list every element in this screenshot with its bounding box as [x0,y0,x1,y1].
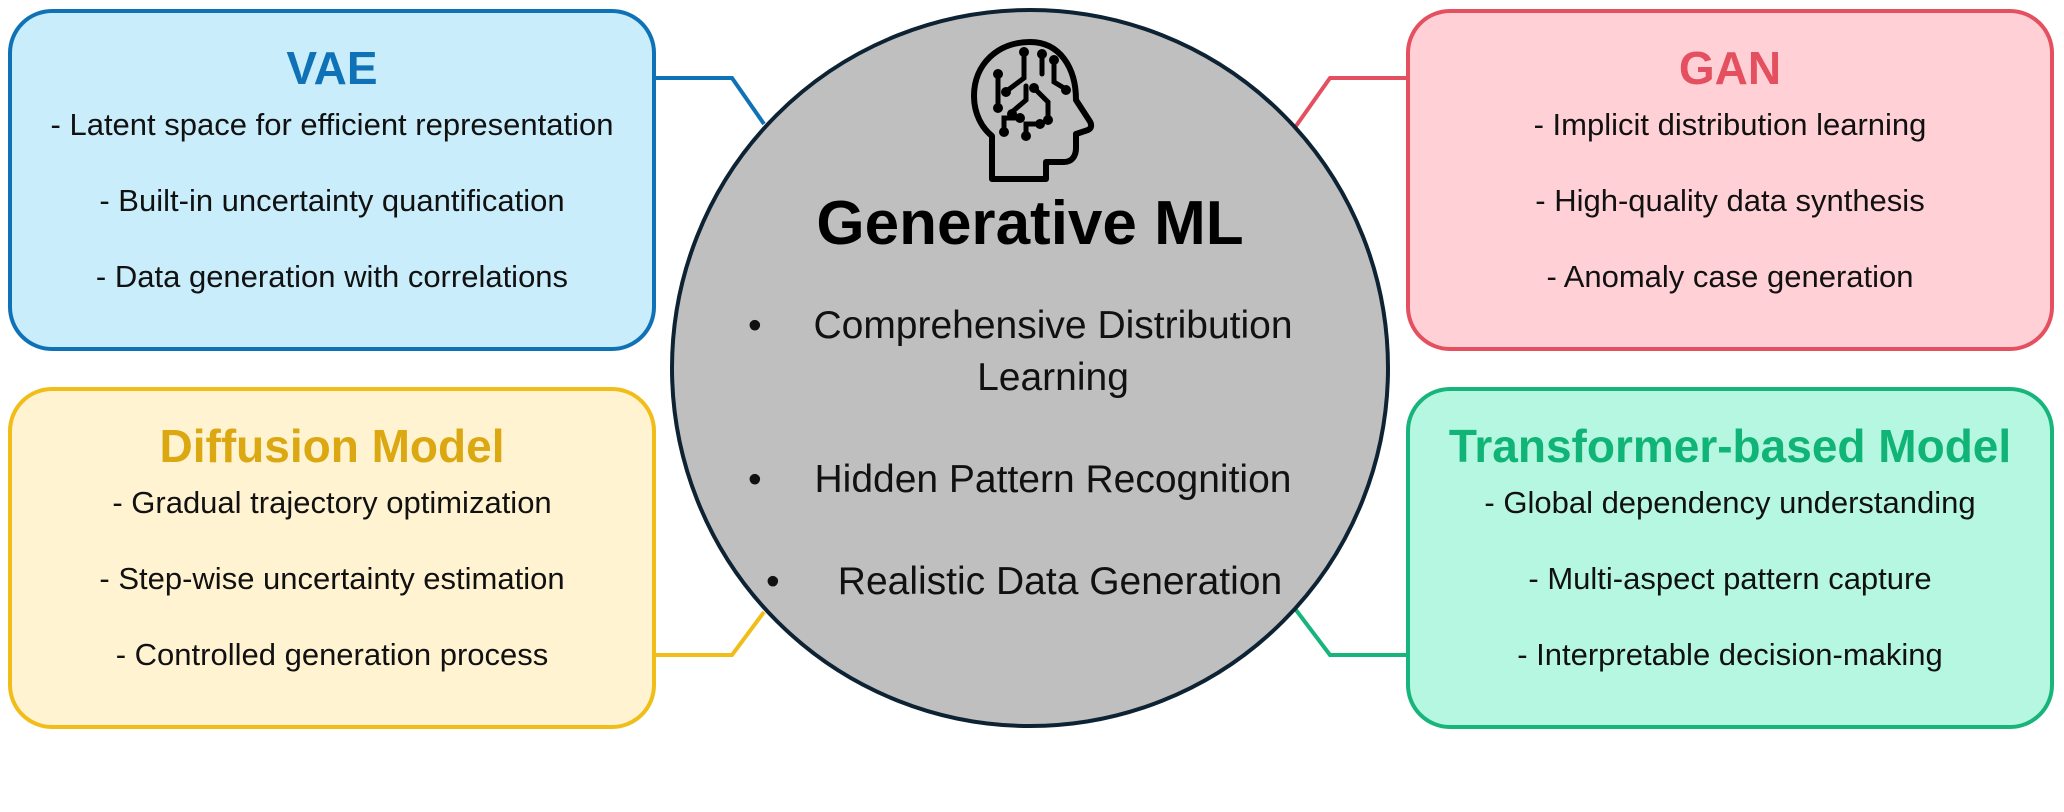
vae-point: - Latent space for efficient representat… [50,107,614,142]
gan-point: - Implicit distribution learning [1533,107,1927,142]
transformer-point: - Global dependency understanding [1484,485,1976,520]
bullet-marker: • [766,560,780,603]
gan-point: - High-quality data synthesis [1535,183,1925,218]
generative-ml-circle: Generative ML • Comprehensive Distributi… [670,8,1390,728]
gan-connector [1294,76,1406,128]
vae-box: VAE - Latent space for efficient represe… [8,9,656,351]
center-bullet: • Realistic Data Generation [766,556,1306,608]
transformer-model-title: Transformer-based Model [1448,420,2012,472]
diffusion-point: - Gradual trajectory optimization [112,485,552,520]
vae-point: - Data generation with correlations [95,259,569,294]
diffusion-connector [656,610,766,657]
diffusion-model-title: Diffusion Model [159,420,505,472]
diffusion-point: - Step-wise uncertainty estimation [99,561,565,596]
vae-connector [656,76,766,126]
transformer-point: - Multi-aspect pattern capture [1528,561,1932,596]
diffusion-point: - Controlled generation process [115,637,549,672]
center-bullet: • Comprehensive Distribution Learning [748,300,1308,410]
transformer-connector [1294,608,1406,657]
center-bullet-text: Hidden Pattern Recognition [814,458,1292,501]
center-bullet-text: Comprehensive Distribution Learning [813,304,1293,399]
brain-circuit-head-icon [971,39,1095,182]
transformer-point: - Interpretable decision-making [1517,637,1943,672]
center-title: Generative ML [816,189,1244,258]
vae-title: VAE [286,42,378,94]
gan-title: GAN [1678,42,1782,94]
bullet-marker: • [748,304,762,347]
transformer-model-box: Transformer-based Model - Global depende… [1406,387,2054,729]
diffusion-model-box: Diffusion Model - Gradual trajectory opt… [8,387,656,729]
center-bullet: • Hidden Pattern Recognition [748,454,1308,506]
gan-box: GAN - Implicit distribution learning - H… [1406,9,2054,351]
center-bullet-text: Realistic Data Generation [837,560,1283,603]
bullet-marker: • [748,458,762,501]
vae-point: - Built-in uncertainty quantification [99,183,565,218]
gan-point: - Anomaly case generation [1546,259,1914,294]
